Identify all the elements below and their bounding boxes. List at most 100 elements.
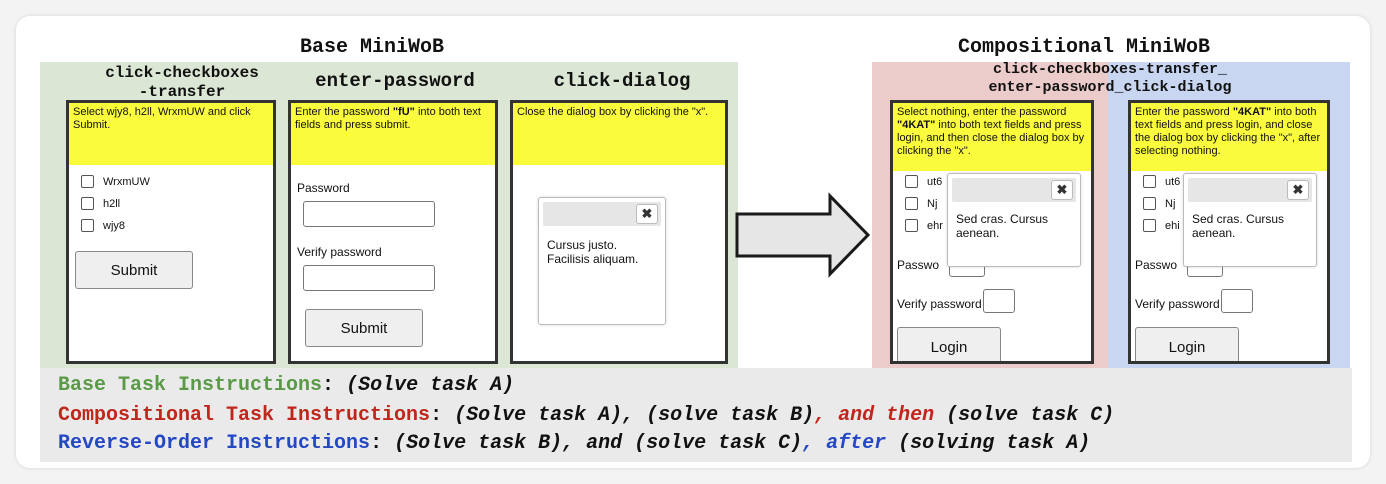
checkbox[interactable] <box>1143 175 1156 188</box>
dialog-titlebar: ✖ <box>952 178 1076 202</box>
verify-password-label: Verify password <box>1135 297 1220 311</box>
prompt-text: into both text fields and press login, a… <box>1135 106 1321 157</box>
checkbox-row[interactable]: Nj <box>1143 197 1175 210</box>
checkbox-row[interactable]: WrxmUW <box>81 175 150 188</box>
password-label: Passwo <box>1135 258 1178 272</box>
checkbox-row[interactable]: h2ll <box>81 197 120 210</box>
dialog-box: ✖ Sed cras. Cursus aenean. <box>1183 173 1317 267</box>
dialog-titlebar: ✖ <box>1188 178 1312 202</box>
checkbox[interactable] <box>1143 197 1156 210</box>
dialog-box: ✖ Sed cras. Cursus aenean. <box>947 173 1081 267</box>
checkboxes-prompt: Select wjy8, h2ll, WrxmUW and click Subm… <box>69 103 273 165</box>
separator: : <box>322 374 347 397</box>
checkbox-label: WrxmUW <box>103 175 150 188</box>
dialog-text: Sed cras. Cursus aenean. <box>1192 212 1285 240</box>
composite-task-name: click-checkboxes-transfer_ enter-passwor… <box>940 61 1280 97</box>
submit-button[interactable]: Submit <box>75 251 193 289</box>
checkbox-label: Nj <box>927 197 938 210</box>
task-name-dialog: click-dialog <box>553 70 691 92</box>
dialog-task-frame: Close the dialog box by clicking the "x"… <box>510 100 728 364</box>
prompt-text: into both text fields and press submit. <box>295 106 481 131</box>
checkbox-row[interactable]: Nj <box>905 197 937 210</box>
base-heading: Base MiniWoB <box>300 36 445 59</box>
checkbox-row[interactable]: ehi <box>1143 219 1180 232</box>
instruction-text: (Solve task A) <box>346 374 515 397</box>
instruction-text: (Solve task B), and (solve task C) <box>394 432 803 455</box>
checkbox[interactable] <box>905 175 918 188</box>
checkbox[interactable] <box>905 197 918 210</box>
instruction-text: (solving task A) <box>886 432 1091 455</box>
instruction-text: (Solve task A), (solve task B) <box>454 404 815 427</box>
base-instruction-line: Base Task Instructions: (Solve task A) <box>58 374 514 397</box>
checkbox[interactable] <box>1143 219 1156 232</box>
task-name-checkboxes-line2: -transfer <box>138 83 226 101</box>
dialog-text: Cursus justo. Facilisis aliquam. <box>547 238 639 266</box>
composite-task-frame: Select nothing, enter the password "4KAT… <box>890 100 1094 364</box>
checkbox-label: ehi <box>1165 219 1180 232</box>
verify-password-label: Verify password <box>297 245 382 259</box>
checkbox[interactable] <box>81 175 94 188</box>
submit-button[interactable]: Submit <box>305 309 423 347</box>
prompt-password: "4KAT" <box>1232 106 1272 118</box>
checkbox-row[interactable]: wjy8 <box>81 219 125 232</box>
close-icon[interactable]: ✖ <box>1051 180 1073 200</box>
separator: : <box>430 404 455 427</box>
checkbox-label: wjy8 <box>103 219 126 232</box>
instruction-connector: , after <box>802 432 887 455</box>
prompt-text: Select nothing, enter the password <box>897 106 1067 118</box>
verify-password-label: Verify password <box>897 297 982 311</box>
instruction-connector: , and then <box>814 404 935 427</box>
checkbox-row[interactable]: ut6 <box>1143 175 1180 188</box>
verify-password-input[interactable] <box>303 265 435 291</box>
task-name-checkboxes-line1: click-checkboxes <box>105 64 259 82</box>
instructions-box: Base Task Instructions: (Solve task A) C… <box>40 368 1352 462</box>
password-task-frame: Enter the password "fU" into both text f… <box>288 100 498 364</box>
compositional-instruction-line: Compositional Task Instructions: (Solve … <box>58 404 1114 427</box>
checkbox-label: ut6 <box>1165 175 1181 188</box>
close-icon[interactable]: ✖ <box>636 204 658 224</box>
prompt-text: Enter the password <box>1135 106 1233 118</box>
verify-password-input[interactable] <box>1221 289 1253 313</box>
dialog-titlebar: ✖ <box>543 202 661 226</box>
task-name-checkboxes: click-checkboxes -transfer <box>72 64 292 102</box>
instruction-text: (solve task C) <box>934 404 1115 427</box>
checkbox-row[interactable]: ut6 <box>905 175 942 188</box>
right-arrow-icon <box>735 192 871 278</box>
password-prompt: Enter the password "fU" into both text f… <box>291 103 495 165</box>
prompt-text: into both text fields and press login, a… <box>897 119 1085 157</box>
separator: : <box>370 432 395 455</box>
checkbox-label: ut6 <box>927 175 943 188</box>
task-name-password: enter-password <box>315 70 475 92</box>
prompt-password: "fU" <box>392 106 415 118</box>
checkbox-label: h2ll <box>103 197 121 210</box>
base-instruction-label: Base Task Instructions <box>58 374 323 397</box>
reverse-order-task-frame: Enter the password "4KAT" into both text… <box>1128 100 1330 364</box>
checkbox-label: ehr <box>927 219 943 232</box>
reverse-order-prompt: Enter the password "4KAT" into both text… <box>1131 103 1327 171</box>
checkboxes-task-frame: Select wjy8, h2ll, WrxmUW and click Subm… <box>66 100 276 364</box>
login-button[interactable]: Login <box>897 327 1001 361</box>
verify-password-input[interactable] <box>983 289 1015 313</box>
password-label: Passwo <box>897 258 940 272</box>
composite-task-name-line2: enter-password_click-dialog <box>988 79 1232 96</box>
password-input[interactable] <box>303 201 435 227</box>
reverse-instruction-label: Reverse-Order Instructions <box>58 432 371 455</box>
checkbox[interactable] <box>905 219 918 232</box>
checkbox-row[interactable]: ehr <box>905 219 943 232</box>
dialog-box: ✖ Cursus justo. Facilisis aliquam. <box>538 197 666 325</box>
prompt-password: "4KAT" <box>897 119 936 131</box>
login-button[interactable]: Login <box>1135 327 1239 361</box>
reverse-instruction-line: Reverse-Order Instructions: (Solve task … <box>58 432 1090 455</box>
close-icon[interactable]: ✖ <box>1287 180 1309 200</box>
checkbox[interactable] <box>81 197 94 210</box>
composite-prompt: Select nothing, enter the password "4KAT… <box>893 103 1091 171</box>
dialog-text: Sed cras. Cursus aenean. <box>956 212 1049 240</box>
composite-task-name-line1: click-checkboxes-transfer_ <box>992 61 1228 78</box>
password-label: Password <box>297 181 350 195</box>
compositional-instruction-label: Compositional Task Instructions <box>58 404 431 427</box>
dialog-prompt: Close the dialog box by clicking the "x"… <box>513 103 725 165</box>
prompt-text: Enter the password <box>295 106 393 118</box>
checkbox[interactable] <box>81 219 94 232</box>
checkbox-label: Nj <box>1165 197 1176 210</box>
compositional-heading: Compositional MiniWoB <box>958 36 1211 59</box>
